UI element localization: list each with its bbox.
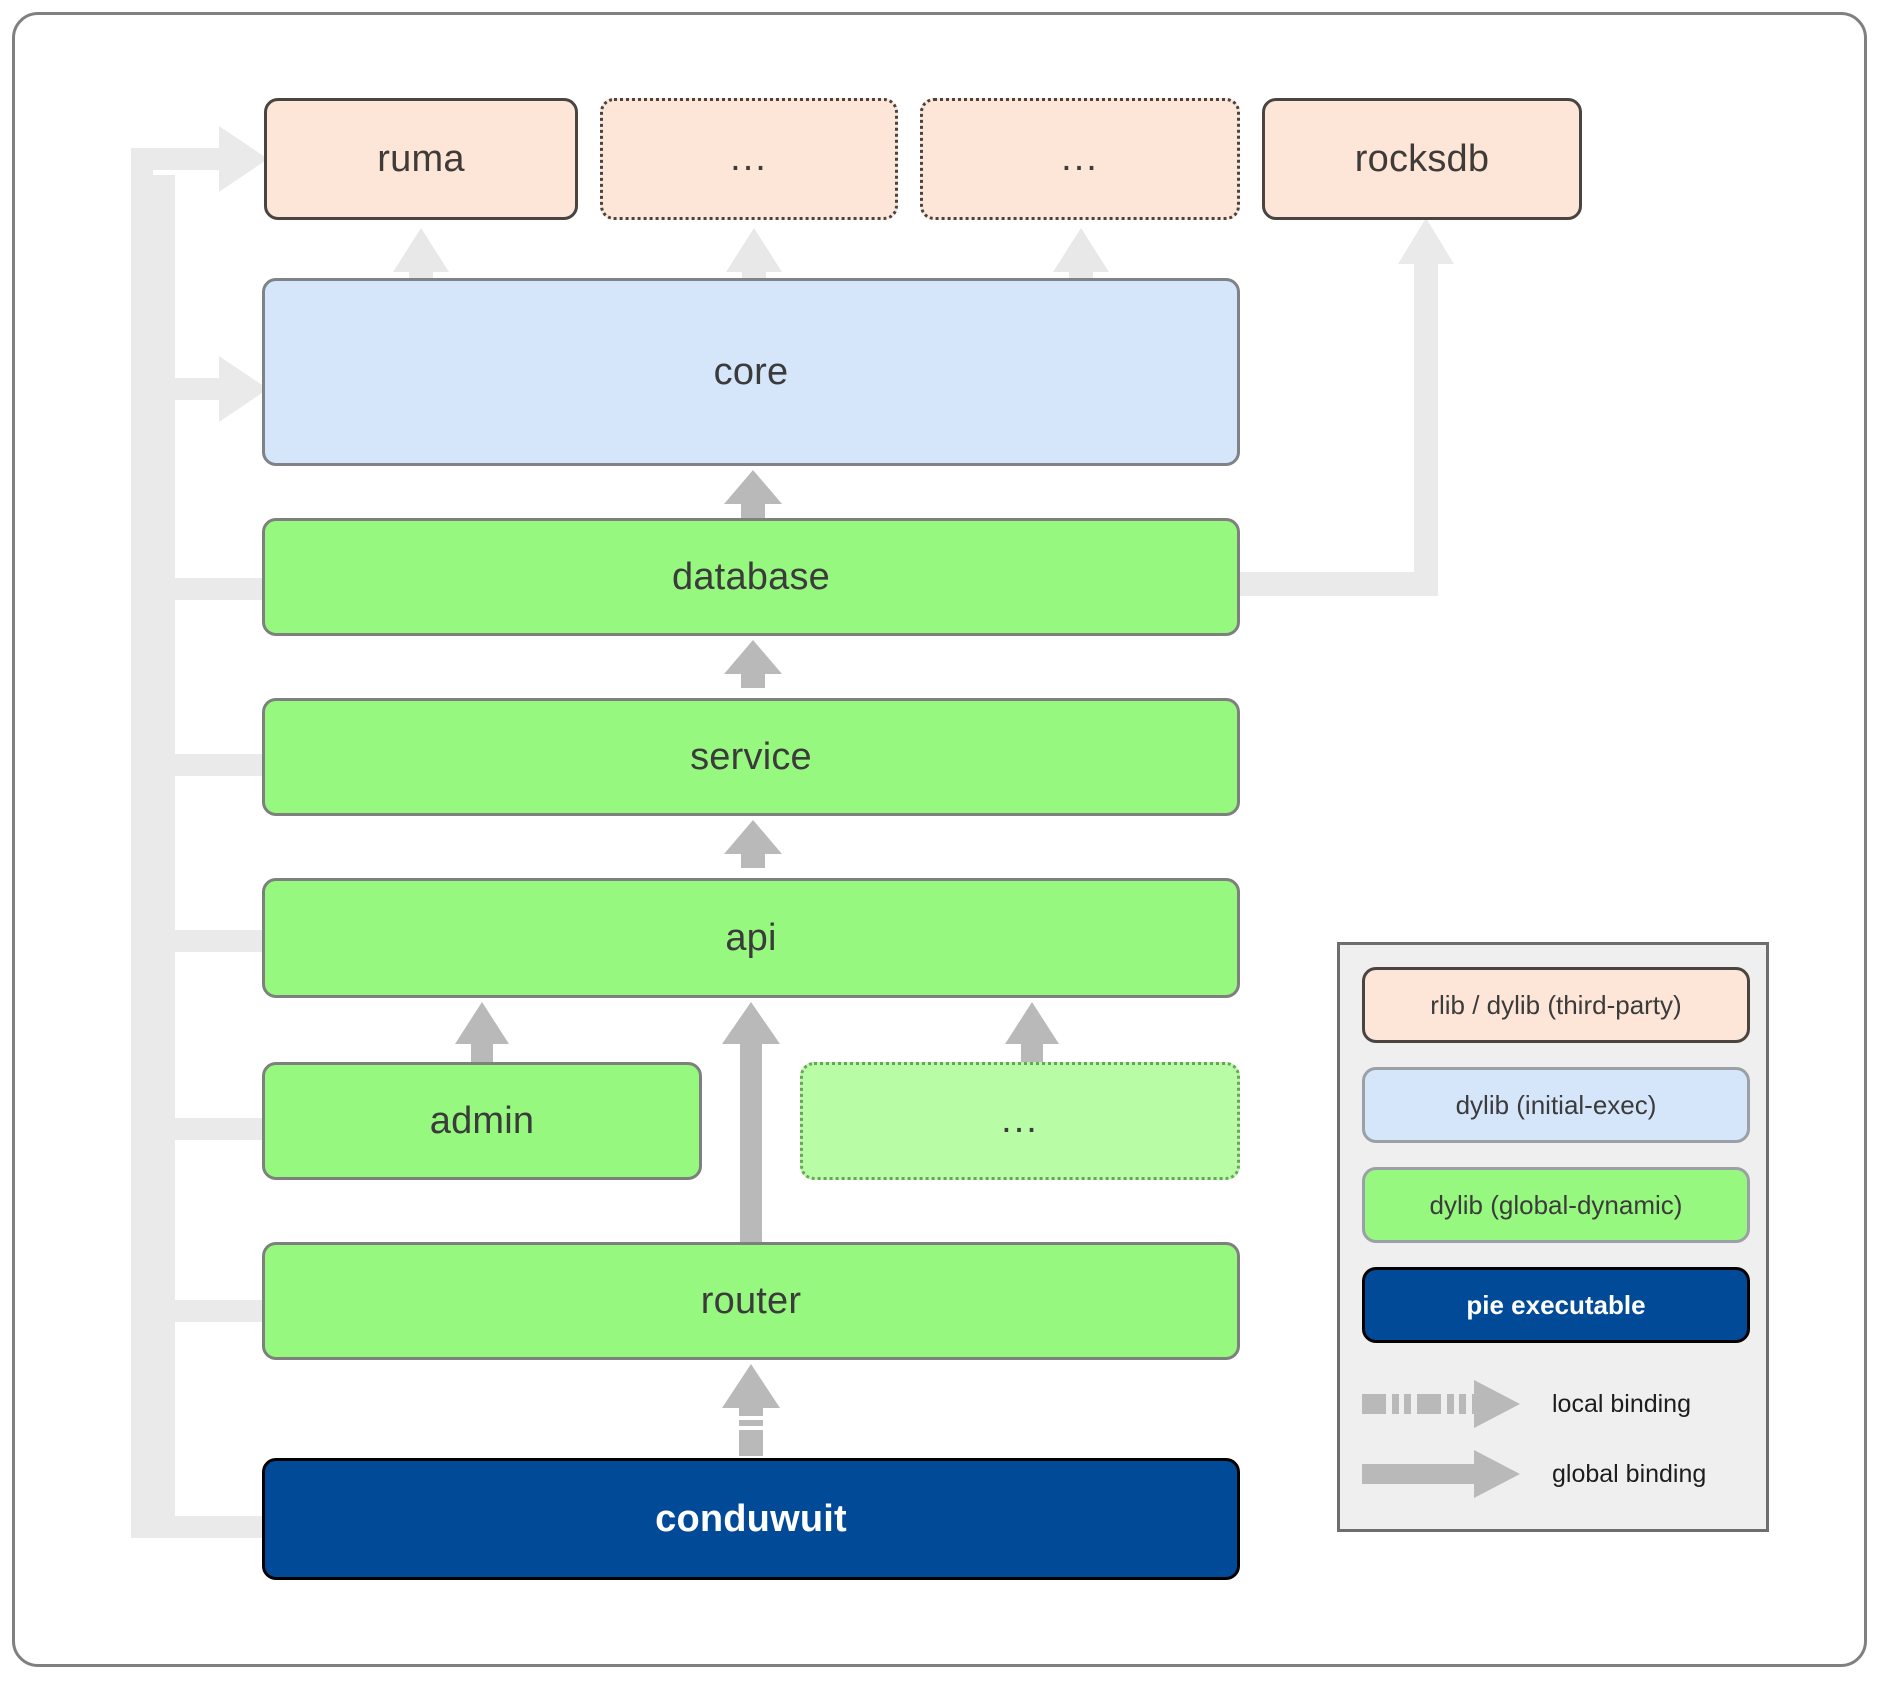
legend-binding-local: local binding xyxy=(1362,1377,1750,1431)
arrow-database-to-core xyxy=(724,470,782,518)
node-service[interactable]: service xyxy=(262,698,1240,816)
node-core-label: core xyxy=(713,350,789,393)
arrow-core-to-dots-1 xyxy=(726,228,782,286)
rail-trunk-outer xyxy=(131,148,153,1538)
rail-router-to-api-stem xyxy=(740,1050,762,1244)
local-binding-arrow-icon xyxy=(1362,1380,1538,1428)
node-ruma-label: ruma xyxy=(377,137,465,180)
rail-arrow-ruma xyxy=(131,126,268,192)
node-dots-top-1-label: ... xyxy=(730,137,768,180)
legend-item-third-party-label: rlib / dylib (third-party) xyxy=(1430,989,1682,1020)
arrow-admin-to-api xyxy=(455,1002,509,1066)
node-rocksdb-label: rocksdb xyxy=(1354,137,1490,180)
legend-item-global-dynamic-label: dylib (global-dynamic) xyxy=(1429,1189,1683,1220)
node-core[interactable]: core xyxy=(262,278,1240,466)
rail-branch-router xyxy=(153,1300,266,1322)
arrow-service-to-database xyxy=(724,640,782,688)
node-admin[interactable]: admin xyxy=(262,1062,702,1180)
global-binding-label: global binding xyxy=(1552,1459,1707,1488)
legend-item-pie-executable[interactable]: pie executable xyxy=(1362,1267,1750,1343)
arrow-api-to-service xyxy=(724,820,782,868)
rail-database-to-rocksdb-vertical xyxy=(1414,262,1438,596)
node-router-label: router xyxy=(700,1279,802,1322)
node-api[interactable]: api xyxy=(262,878,1240,998)
legend-item-pie-executable-label: pie executable xyxy=(1466,1289,1646,1320)
node-dots-top-2-label: ... xyxy=(1061,137,1099,180)
node-database-label: database xyxy=(672,555,830,598)
rail-branch-database xyxy=(153,578,266,600)
node-dots-admin-label: ... xyxy=(1001,1099,1039,1142)
node-dots-top-1[interactable]: ... xyxy=(600,98,898,220)
node-dots-admin[interactable]: ... xyxy=(800,1062,1240,1180)
arrow-core-to-dots-2 xyxy=(1053,228,1109,286)
legend-item-global-dynamic[interactable]: dylib (global-dynamic) xyxy=(1362,1167,1750,1243)
arrow-database-to-rocksdb-head xyxy=(1398,218,1454,278)
rail-arrow-core xyxy=(153,356,268,422)
arrow-core-to-ruma xyxy=(393,228,449,286)
rail-database-to-rocksdb-horizontal xyxy=(1238,572,1438,596)
rail-branch-service xyxy=(153,754,266,776)
rail-branch-conduwuit xyxy=(131,1516,266,1538)
arrow-dots-admin-to-api xyxy=(1005,1002,1059,1066)
node-router[interactable]: router xyxy=(262,1242,1240,1360)
node-database[interactable]: database xyxy=(262,518,1240,636)
node-admin-label: admin xyxy=(429,1099,535,1142)
rail-branch-api xyxy=(153,930,266,952)
rail-branch-admin xyxy=(153,1118,266,1140)
local-binding-label: local binding xyxy=(1552,1389,1691,1418)
node-api-label: api xyxy=(725,916,777,959)
node-rocksdb[interactable]: rocksdb xyxy=(1262,98,1582,220)
global-binding-arrow-icon xyxy=(1362,1450,1538,1498)
node-service-label: service xyxy=(690,735,812,778)
node-dots-top-2[interactable]: ... xyxy=(920,98,1240,220)
legend-item-initial-exec-label: dylib (initial-exec) xyxy=(1455,1089,1657,1120)
legend-panel: rlib / dylib (third-party) dylib (initia… xyxy=(1337,942,1769,1532)
node-conduwuit-label: conduwuit xyxy=(655,1497,847,1540)
node-conduwuit[interactable]: conduwuit xyxy=(262,1458,1240,1580)
legend-item-initial-exec[interactable]: dylib (initial-exec) xyxy=(1362,1067,1750,1143)
legend-binding-global: global binding xyxy=(1362,1447,1750,1501)
node-ruma[interactable]: ruma xyxy=(264,98,578,220)
arrow-router-to-api-head xyxy=(722,1002,780,1066)
arrow-conduwuit-to-router xyxy=(722,1364,780,1456)
rail-trunk-inner xyxy=(153,175,175,1519)
legend-item-third-party[interactable]: rlib / dylib (third-party) xyxy=(1362,967,1750,1043)
